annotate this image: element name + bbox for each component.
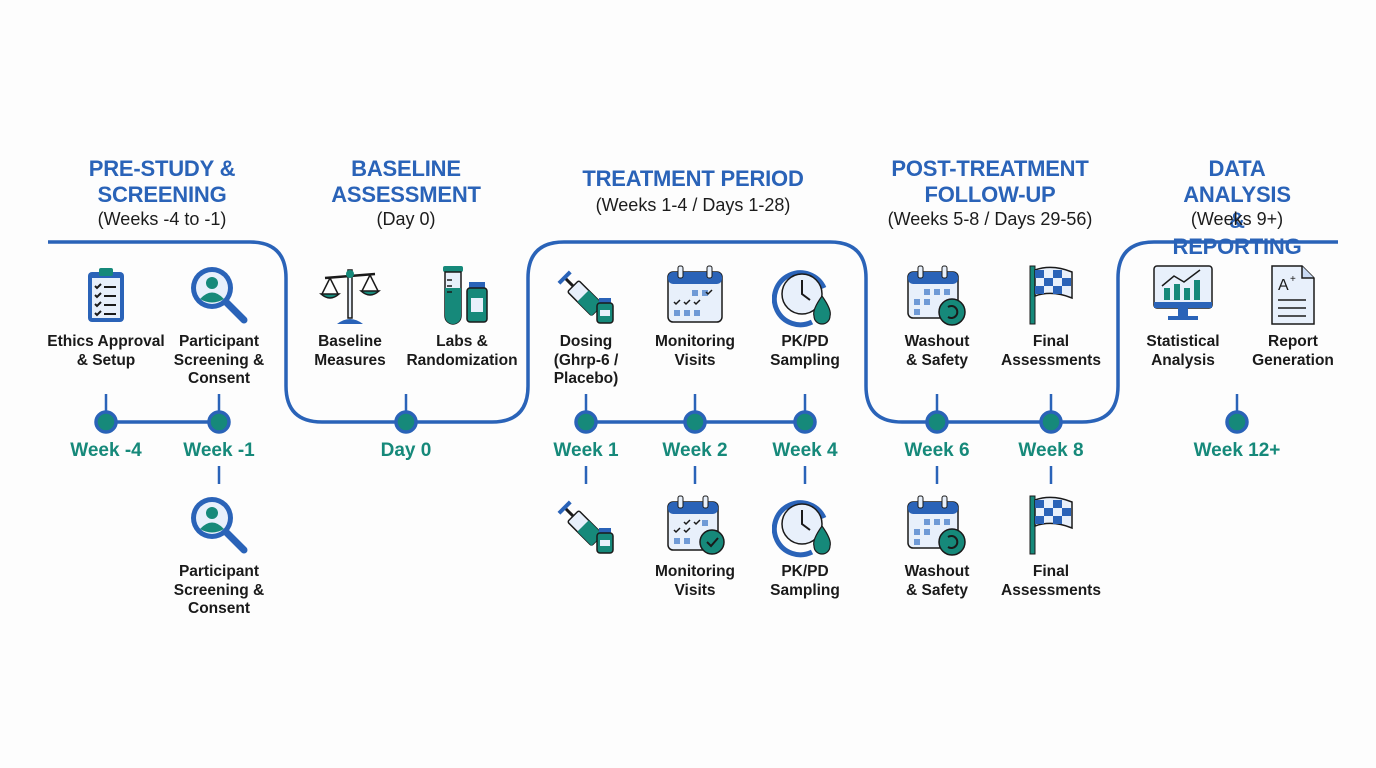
activity-label-dosing: Dosing (Ghrp-6 / Placebo): [553, 333, 619, 387]
milestone-week-8: Week 8: [1018, 440, 1084, 461]
phase-title-prestudy: PRE-STUDY & SCREENING: [88, 156, 236, 207]
milestone-node: [394, 410, 418, 434]
milestone-week-12-plus: Week 12+: [1193, 440, 1281, 461]
phase-title-treatment: TREATMENT PERIOD: [582, 166, 804, 191]
activity-label-monitoring: Monitoring Visits: [654, 333, 736, 369]
lower-label-monitoring: Monitoring Visits: [654, 563, 736, 599]
milestone-node: [207, 410, 231, 434]
report-grade-icon: A+: [1260, 262, 1326, 328]
phase-subtitle-treatment: (Weeks 1-4 / Days 1-28): [595, 195, 791, 215]
milestone-node: [683, 410, 707, 434]
milestone-node: [1225, 410, 1249, 434]
phase-subtitle-followup: (Weeks 5-8 / Days 29-56): [887, 209, 1093, 229]
milestone-node: [793, 410, 817, 434]
lower-label-final: Final Assessments: [1001, 563, 1101, 599]
clock-droplet-icon: [771, 262, 838, 328]
activity-label-final: Final Assessments: [1001, 333, 1101, 369]
calendar-undo-icon: [904, 492, 970, 558]
svg-text:A: A: [1278, 277, 1289, 294]
magnifier-person-icon: [186, 262, 252, 328]
phase-subtitle-baseline: (Day 0): [376, 209, 436, 229]
milestone-node: [1039, 410, 1063, 434]
lower-label-screening: Participant Screening & Consent: [173, 563, 265, 617]
phase-title-followup: POST-TREATMENT FOLLOW-UP: [891, 156, 1089, 207]
checkered-flag-icon: [1018, 262, 1084, 328]
phase-subtitle-prestudy: (Weeks -4 to -1): [97, 209, 227, 229]
calendar-undo-icon: [904, 262, 970, 328]
magnifier-person-icon: [186, 492, 252, 558]
activity-label-statistical: Statistical Analysis: [1146, 333, 1220, 369]
activity-label-report: Report Generation: [1252, 333, 1334, 369]
milestone-week-2: Week 2: [662, 440, 728, 461]
milestone-week-minus-4: Week -4: [70, 440, 142, 461]
activity-label-baseline: Baseline Measures: [314, 333, 386, 369]
test-tube-vial-icon: [429, 262, 495, 328]
clipboard-checklist-icon: [73, 262, 139, 328]
timeline-line: [48, 240, 1338, 424]
balance-scale-icon: [317, 262, 383, 328]
milestone-node: [574, 410, 598, 434]
syringe-vial-icon: [553, 492, 619, 558]
clock-droplet-icon: [771, 492, 838, 558]
monitor-chart-icon: [1150, 262, 1216, 328]
phase-title-baseline: BASELINE ASSESSMENT: [331, 156, 481, 207]
milestone-week-1: Week 1: [553, 440, 619, 461]
svg-text:+: +: [1290, 274, 1296, 285]
milestone-day-0: Day 0: [380, 440, 432, 461]
milestone-node: [925, 410, 949, 434]
activity-label-washout: Washout & Safety: [904, 333, 970, 369]
checkered-flag-icon: [1018, 492, 1084, 558]
lower-label-washout: Washout & Safety: [904, 563, 970, 599]
milestone-week-4: Week 4: [772, 440, 838, 461]
lower-label-pkpd: PK/PD Sampling: [770, 563, 840, 599]
calendar-check-icon: [662, 492, 728, 558]
syringe-vial-icon: [553, 262, 619, 328]
phase-subtitle-analysis: (Weeks 9+): [1190, 209, 1284, 229]
milestone-week-minus-1: Week -1: [183, 440, 255, 461]
milestone-node: [94, 410, 118, 434]
activity-label-labs: Labs & Randomization: [406, 333, 518, 369]
activity-label-screening: Participant Screening & Consent: [173, 333, 265, 387]
activity-label-ethics: Ethics Approval & Setup: [47, 333, 165, 369]
phase-title-analysis: DATA ANALYSIS & REPORTING: [1172, 156, 1302, 259]
milestone-week-6: Week 6: [904, 440, 970, 461]
calendar-check-icon: [662, 262, 728, 328]
activity-label-pkpd: PK/PD Sampling: [770, 333, 840, 369]
